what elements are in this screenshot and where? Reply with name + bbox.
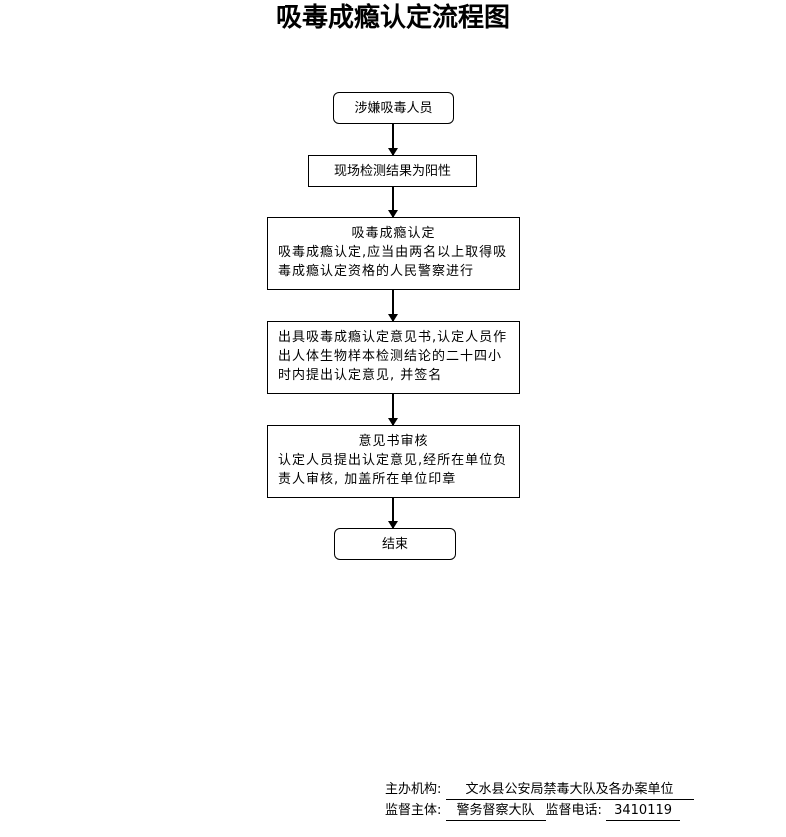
step-field-test: 现场检测结果为阳性: [308, 155, 477, 187]
step-line: 出人体生物样本检测结论的二十四小: [278, 349, 503, 364]
arrow: [388, 290, 398, 322]
step-line: 吸毒成瘾认定,应当由两名以上取得吸: [278, 245, 508, 260]
phone-value: 3410119: [606, 802, 681, 821]
host-label: 主办机构:: [385, 782, 442, 797]
step-line: 出具吸毒成瘾认定意见书,认定人员作: [278, 330, 508, 345]
arrow: [388, 498, 398, 529]
step-text: 涉嫌吸毒人员: [354, 100, 433, 116]
host-value: 文水县公安局禁毒大队及各办案单位: [445, 781, 694, 800]
step-issue-opinion: 出具吸毒成瘾认定意见书,认定人员作 出人体生物样本检测结论的二十四小 时内提出认…: [267, 321, 520, 394]
footer-supervision: 监督主体: 警务督察大队监督电话: 3410119: [385, 802, 681, 821]
footer-host: 主办机构: 文水县公安局禁毒大队及各办案单位: [385, 781, 694, 800]
arrow: [388, 394, 398, 426]
step-text: 结束: [381, 536, 408, 552]
page-title: 吸毒成瘾认定流程图: [275, 3, 510, 33]
step-line: 责人审核, 加盖所在单位印章: [278, 472, 457, 487]
arrow: [388, 187, 398, 218]
step-heading: 意见书审核: [358, 434, 429, 449]
step-end: 结束: [334, 528, 456, 560]
step-line: 认定人员提出认定意见,经所在单位负: [278, 453, 508, 468]
step-heading: 吸毒成瘾认定: [351, 226, 436, 241]
step-addiction-determination: 吸毒成瘾认定 吸毒成瘾认定,应当由两名以上取得吸 毒成瘾认定资格的人民警察进行: [267, 217, 520, 290]
arrow: [388, 124, 398, 156]
step-start: 涉嫌吸毒人员: [333, 92, 454, 124]
step-text: 现场检测结果为阳性: [333, 163, 451, 179]
step-line: 毒成瘾认定资格的人民警察进行: [278, 264, 475, 279]
phone-label: 监督电话:: [545, 803, 602, 818]
supervisor-label: 监督主体:: [385, 803, 442, 818]
step-line: 时内提出认定意见, 并签名: [278, 368, 443, 383]
supervisor-value: 警务督察大队: [445, 802, 546, 821]
step-review: 意见书审核 认定人员提出认定意见,经所在单位负 责人审核, 加盖所在单位印章: [267, 425, 520, 498]
